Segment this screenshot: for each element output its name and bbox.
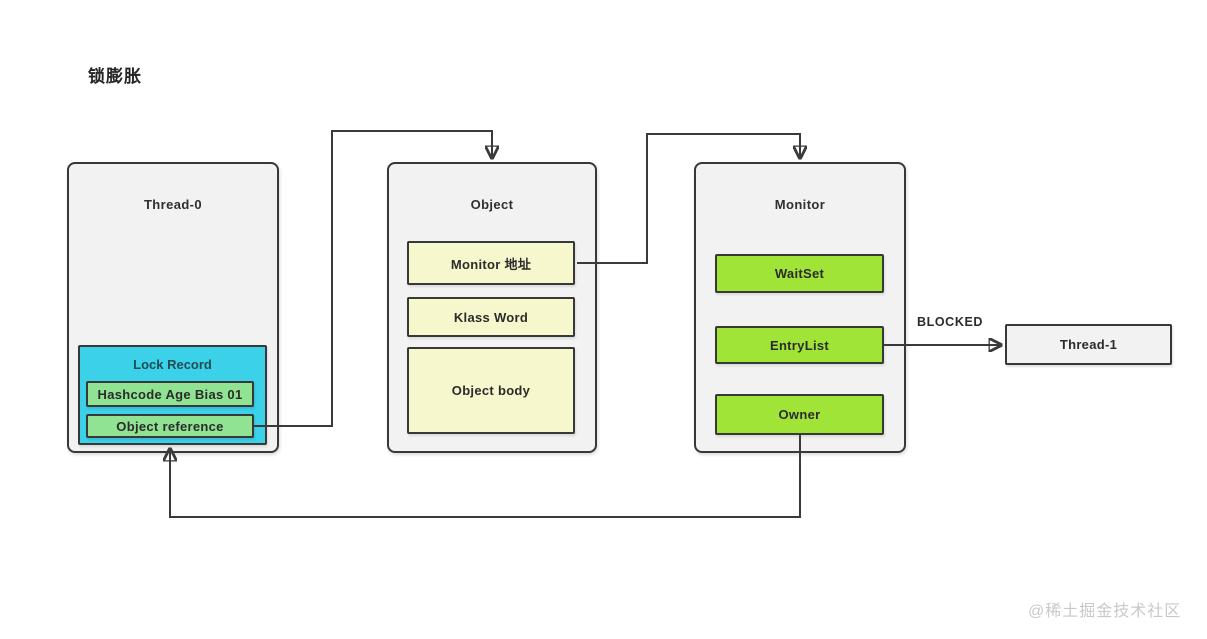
- blocked-edge-label: BLOCKED: [917, 315, 984, 329]
- page-title: 锁膨胀: [88, 67, 142, 86]
- klass-word-slot: Klass Word: [407, 297, 575, 337]
- lock-record-title: Lock Record: [133, 357, 212, 372]
- object-reference-slot: Object reference: [86, 414, 254, 438]
- thread1-node: Thread-1: [1005, 324, 1172, 365]
- watermark: @稀土掘金技术社区: [1028, 603, 1182, 620]
- waitset-slot: WaitSet: [715, 254, 884, 293]
- owner-slot: Owner: [715, 394, 884, 435]
- object-node: Object Monitor 地址 Klass Word Object body: [387, 162, 597, 453]
- lock-record-box: Lock Record Hashcode Age Bias 01 Object …: [78, 345, 267, 445]
- object-title: Object: [470, 197, 514, 212]
- monitor-title: Monitor: [774, 197, 826, 212]
- monitor-node: Monitor WaitSet EntryList Owner: [694, 162, 906, 453]
- thread0-node: Thread-0 Lock Record Hashcode Age Bias 0…: [67, 162, 279, 453]
- entrylist-slot: EntryList: [715, 326, 884, 364]
- object-body-slot: Object body: [407, 347, 575, 434]
- monitor-address-slot: Monitor 地址: [407, 241, 575, 285]
- thread0-title: Thread-0: [143, 197, 203, 212]
- hashcode-age-bias-slot: Hashcode Age Bias 01: [86, 381, 254, 407]
